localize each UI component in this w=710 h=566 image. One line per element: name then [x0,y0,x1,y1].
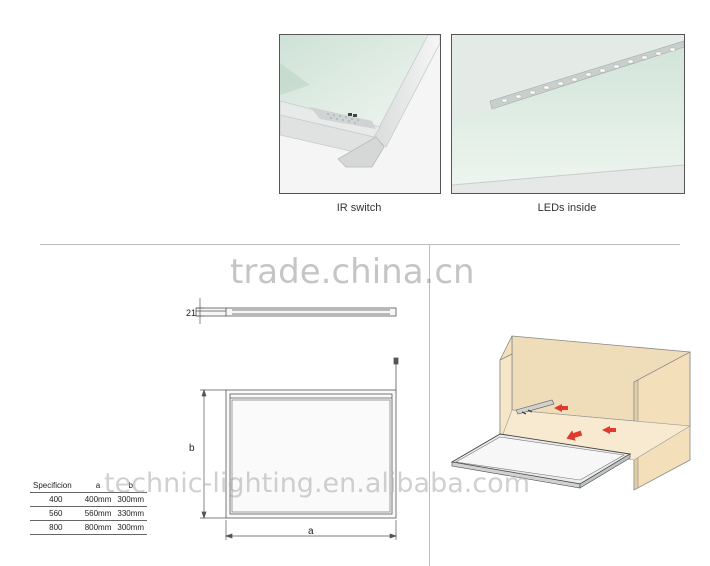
spec-table: Specificion a b 400 400mm 300mm 560 560m… [30,479,148,535]
arrow-icon [566,430,583,441]
spec-header-b: b [114,479,148,493]
spec-cell-model: 800 [30,520,82,535]
technical-drawing [195,298,399,540]
arrow-icon [602,426,616,434]
spec-table-header: Specificion a b [30,479,148,493]
thickness-label: 21 [186,308,197,318]
mounting-rail [515,399,555,415]
arrow-icon [554,404,568,412]
table-row: 560 560mm 330mm [30,506,148,521]
spec-cell-a: 400mm [81,492,115,507]
table-row: 800 800mm 300mm [30,520,148,535]
cabinet-installation-illustration [450,335,691,491]
leds-inside-illustration [452,35,684,193]
leds-inside-caption: LEDs inside [537,202,597,214]
ir-switch-illustration [280,35,440,193]
width-label: a [308,526,314,537]
side-view-profile [195,307,397,317]
leds-inside-photo [451,34,685,194]
supplier-watermark: technic-lighting.en.alibaba.com [104,468,531,499]
height-dimension [200,388,226,520]
spec-cell-b: 300mm [114,520,148,535]
spec-cell-b: 300mm [114,492,148,507]
spec-cell-model: 400 [30,492,82,507]
front-view-panel [225,357,399,519]
spec-cell-a: 560mm [81,506,115,521]
table-row: 400 400mm 300mm [30,492,148,507]
width-dimension [224,520,398,540]
ir-switch-photo [279,34,441,194]
height-label: b [189,443,195,454]
ir-switch-caption: IR switch [336,202,382,214]
thickness-dimension [196,298,204,324]
spec-cell-a: 800mm [81,520,115,535]
horizontal-divider [40,244,680,245]
spec-header-a: a [81,479,115,493]
vertical-divider [429,244,430,566]
spec-header-specification: Specificion [30,479,82,493]
spec-cell-model: 560 [30,506,82,521]
spec-cell-b: 330mm [114,506,148,521]
trade-china-watermark: trade.china.cn [230,252,475,292]
